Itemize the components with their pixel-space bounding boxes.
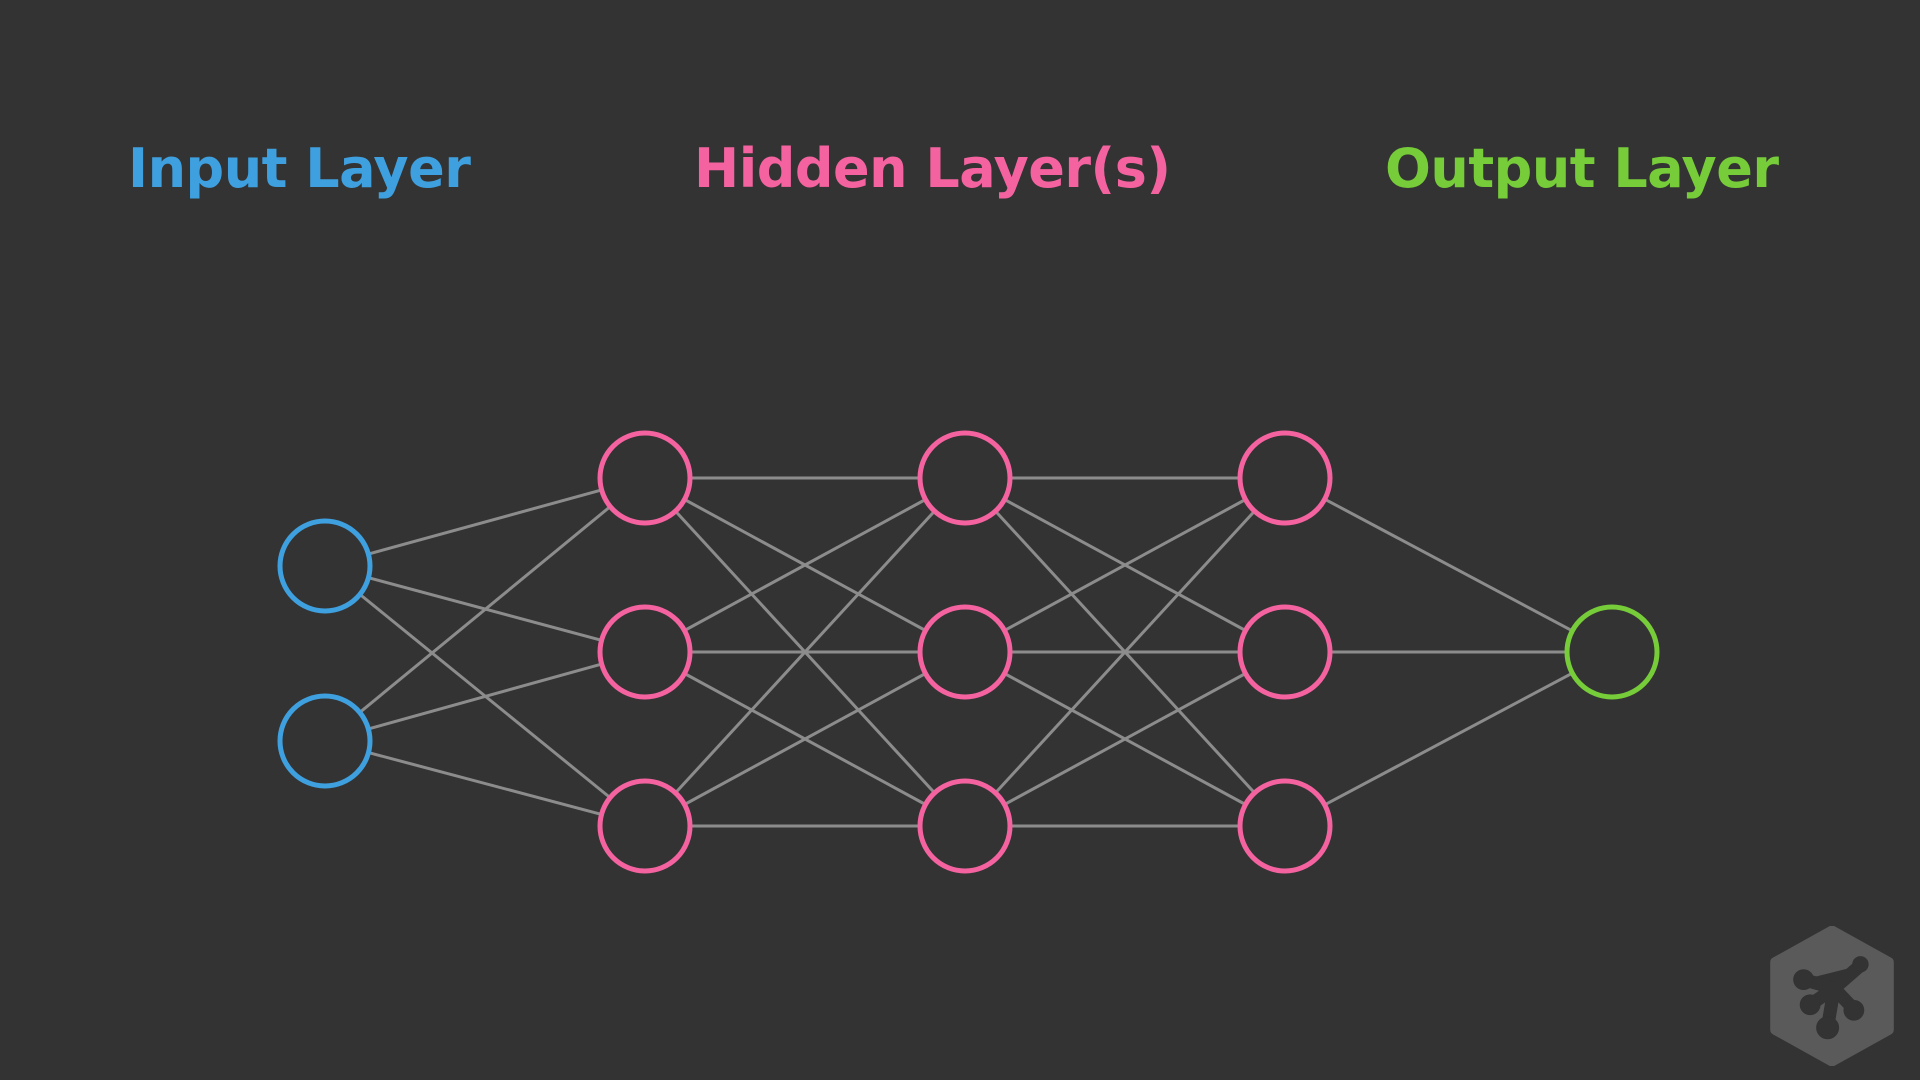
node-h1c[interactable] [597, 778, 693, 874]
node-h3b[interactable] [1237, 604, 1333, 700]
edge [1324, 671, 1573, 807]
node-h2c[interactable] [917, 778, 1013, 874]
edge [683, 672, 927, 806]
node-h1a[interactable] [597, 430, 693, 526]
edge [367, 488, 603, 556]
node-h1b[interactable] [597, 604, 693, 700]
edges-group [358, 476, 1573, 828]
node-i2[interactable] [277, 693, 373, 789]
edge [368, 751, 602, 816]
edge [358, 505, 612, 714]
node-h2a[interactable] [917, 430, 1013, 526]
edge [1324, 497, 1573, 633]
nodes-group [277, 430, 1660, 874]
node-h3c[interactable] [1237, 778, 1333, 874]
node-h2b[interactable] [917, 604, 1013, 700]
edge [994, 510, 1256, 794]
node-o1[interactable] [1564, 604, 1660, 700]
edge [1003, 498, 1247, 632]
edge [367, 662, 603, 731]
edge [674, 510, 936, 794]
edge [683, 498, 927, 632]
node-h3a[interactable] [1237, 430, 1333, 526]
node-i1[interactable] [277, 518, 373, 614]
edge [1003, 672, 1247, 806]
